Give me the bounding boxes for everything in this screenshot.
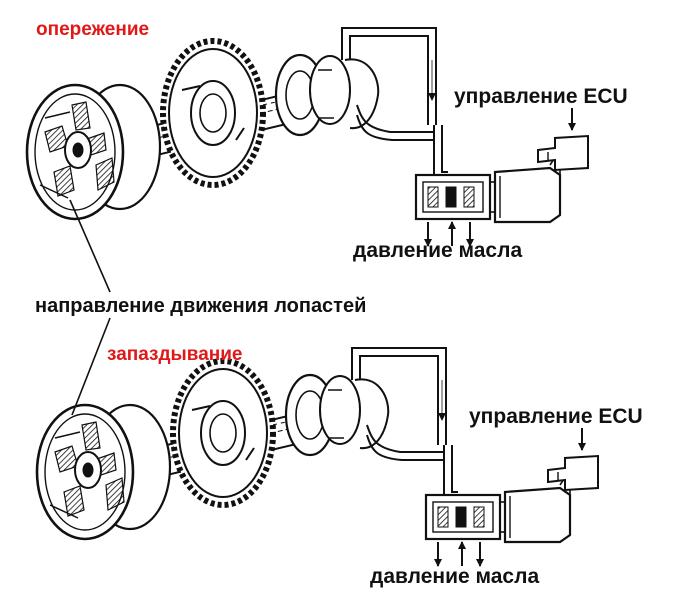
- vane-direction-leaders: [69, 199, 111, 416]
- advance-mode-label: опережение: [36, 19, 150, 40]
- vane-direction-label: направление движения лопастей: [35, 295, 367, 317]
- top-oil-pressure-label: давление масла: [353, 239, 523, 262]
- retard-mode-label: запаздывание: [107, 344, 243, 365]
- top-ecu-control-label: управление ECU: [454, 85, 628, 108]
- bottom-ecu-control-label: управление ECU: [469, 405, 643, 428]
- bottom-oil-pressure-label: давление масла: [370, 565, 540, 588]
- retard-assembly: [37, 348, 598, 566]
- advance-assembly: [27, 28, 588, 246]
